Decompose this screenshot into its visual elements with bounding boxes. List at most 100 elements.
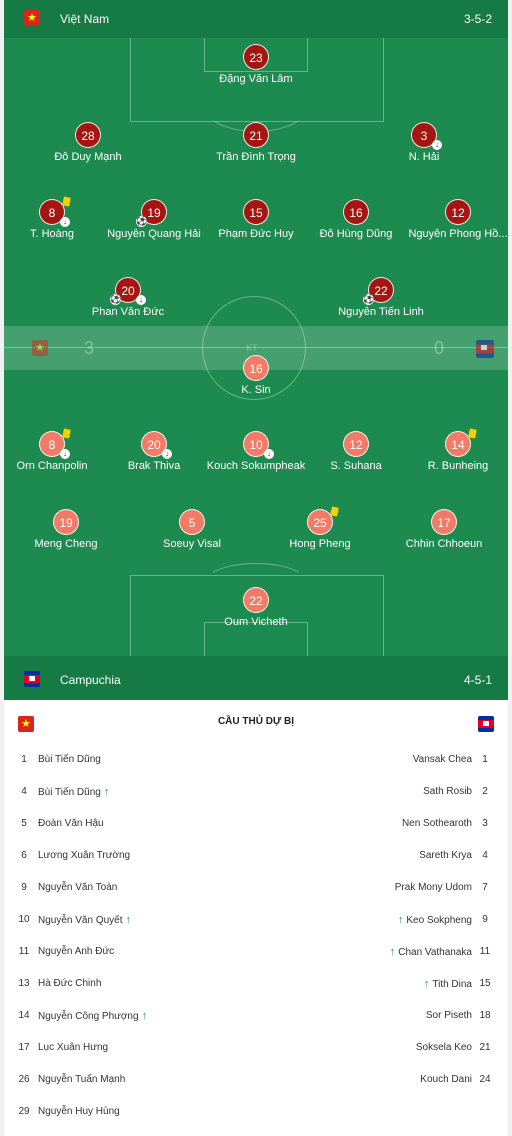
home-player[interactable]: 22⚽Nguyễn Tiến Linh bbox=[321, 277, 441, 318]
substituted-off-icon: ↓ bbox=[60, 449, 70, 459]
away-sub-name-text: Prak Mony Udom bbox=[394, 882, 472, 893]
substituted-off-icon: ↓ bbox=[432, 140, 442, 150]
player-number: 10↓ bbox=[243, 431, 274, 459]
home-sub-name-text: Nguyễn Anh Đức bbox=[38, 946, 115, 957]
away-sub-name[interactable]: Sath Rosib bbox=[423, 786, 472, 797]
away-sub-name[interactable]: ↑ Tith Dina bbox=[424, 978, 472, 990]
home-sub-name[interactable]: Bùi Tiến Dũng bbox=[38, 754, 101, 765]
player-number: 20⚽↓ bbox=[110, 277, 146, 305]
away-player[interactable]: 20↓Brak Thiva bbox=[94, 431, 214, 472]
player-name: Nguyễn Tiến Linh bbox=[338, 306, 424, 318]
away-player[interactable]: 12 S. Suhana bbox=[296, 431, 416, 472]
away-sub-name-text: Sareth Krya bbox=[419, 850, 472, 861]
home-sub-name-text: Nguyễn Văn Toàn bbox=[38, 882, 118, 893]
home-sub-name[interactable]: Lương Xuân Trường bbox=[38, 850, 130, 861]
home-sub-name[interactable]: Nguyễn Tuấn Mạnh bbox=[38, 1074, 125, 1085]
home-sub-name-text: Nguyễn Huy Hùng bbox=[38, 1106, 120, 1117]
away-header bbox=[4, 656, 508, 700]
away-player[interactable]: 10↓Kouch Sokumpheak bbox=[196, 431, 316, 472]
home-sub-name[interactable]: Nguyễn Công Phượng ↑ bbox=[38, 1010, 147, 1022]
player-number: 12 bbox=[343, 431, 369, 457]
player-name: Trần Đình Trọng bbox=[216, 151, 296, 163]
home-sub-number: 5 bbox=[21, 818, 27, 829]
player-name: Đặng Văn Lâm bbox=[219, 73, 293, 85]
substituted-off-icon: ↓ bbox=[264, 449, 274, 459]
home-player[interactable]: 8↓T. Hoàng bbox=[4, 196, 112, 240]
away-sub-name[interactable]: Nen Sothearoth bbox=[402, 818, 472, 829]
subbed-in-arrow-icon: ↑ bbox=[100, 786, 110, 798]
home-sub-name-text: Nguyễn Tuấn Mạnh bbox=[38, 1074, 126, 1085]
home-sub-name[interactable]: Bùi Tiến Dũng ↑ bbox=[38, 786, 109, 798]
away-sub-name[interactable]: Vansak Chea bbox=[413, 754, 472, 765]
player-number: 8↓ bbox=[39, 196, 71, 227]
player-number: 23 bbox=[243, 44, 269, 70]
home-sub-name[interactable]: Đoàn Văn Hậu bbox=[38, 818, 104, 829]
away-sub-name[interactable]: Prak Mony Udom bbox=[395, 882, 472, 893]
player-name: Chhin Chhoeun bbox=[405, 538, 483, 550]
away-sub-name[interactable]: ↑ Chan Vathanaka bbox=[390, 946, 472, 958]
away-sub-number: 4 bbox=[482, 850, 488, 861]
away-sub-name-text: Chan Vathanaka bbox=[398, 947, 472, 958]
player-name: T. Hoàng bbox=[29, 228, 75, 240]
home-sub-number: 17 bbox=[18, 1042, 30, 1053]
player-number: 22⚽ bbox=[363, 277, 394, 305]
away-sub-name-text: Keo Sokpheng bbox=[406, 915, 472, 926]
home-sub-name[interactable]: Nguyễn Anh Đức bbox=[38, 946, 114, 957]
subbed-in-arrow-icon: ↑ bbox=[138, 1010, 148, 1022]
player-number: 16 bbox=[243, 355, 269, 381]
away-sub-name[interactable]: Sor Piseth bbox=[426, 1010, 472, 1021]
home-sub-name[interactable]: Lục Xuân Hưng bbox=[38, 1042, 108, 1053]
away-player[interactable]: 8↓Orn Chanpolin bbox=[4, 428, 112, 472]
substituted-off-icon: ↓ bbox=[60, 217, 70, 227]
subs-cambodia-flag-icon bbox=[478, 716, 494, 732]
cambodia-flag-icon bbox=[24, 671, 40, 687]
away-sub-name[interactable]: ↑ Keo Sokpheng bbox=[398, 914, 472, 926]
goal-ball-icon: ⚽ bbox=[136, 216, 148, 227]
home-sub-name-text: Đoàn Văn Hậu bbox=[38, 818, 104, 829]
home-player[interactable]: 3↓N. Hải bbox=[364, 122, 484, 163]
player-name: Meng Cheng bbox=[34, 538, 98, 550]
away-sub-name-text: Vansak Chea bbox=[412, 754, 472, 765]
yellow-card-icon bbox=[330, 506, 339, 517]
player-name: Orn Chanpolin bbox=[16, 460, 88, 472]
home-sub-name[interactable]: Hà Đức Chinh bbox=[38, 978, 101, 989]
player-number: 14 bbox=[445, 428, 477, 457]
home-player[interactable]: 20⚽↓Phan Văn Đức bbox=[68, 277, 188, 318]
home-sub-name[interactable]: Nguyễn Văn Toàn bbox=[38, 882, 117, 893]
home-sub-number: 1 bbox=[21, 754, 27, 765]
away-penalty-arc bbox=[204, 563, 308, 603]
away-sub-name[interactable]: Sareth Krya bbox=[419, 850, 472, 861]
home-player[interactable]: 19⚽Nguyễn Quang Hải bbox=[94, 199, 214, 240]
away-sub-number: 3 bbox=[482, 818, 488, 829]
player-number: 3↓ bbox=[411, 122, 442, 150]
player-number: 12 bbox=[445, 199, 471, 225]
player-name: S. Suhana bbox=[330, 460, 382, 472]
player-name: Nguyễn Quang Hải bbox=[107, 228, 201, 240]
away-sub-number: 2 bbox=[482, 786, 488, 797]
vietnam-flag-icon bbox=[24, 10, 40, 26]
away-score: 0 bbox=[433, 338, 444, 358]
away-sub-name[interactable]: Kouch Dani bbox=[420, 1074, 472, 1085]
home-sub-name[interactable]: Nguyễn Huy Hùng bbox=[38, 1106, 120, 1117]
home-sub-name-text: Hà Đức Chinh bbox=[38, 978, 102, 989]
player-name: Nguyễn Phong Hồ... bbox=[408, 228, 508, 240]
away-goal-area bbox=[204, 622, 308, 656]
home-sub-name[interactable]: Nguyễn Văn Quyết ↑ bbox=[38, 914, 131, 926]
away-sub-name[interactable]: Soksela Keo bbox=[416, 1042, 472, 1053]
away-sub-name-text: Soksela Keo bbox=[415, 1042, 472, 1053]
player-number: 19 bbox=[53, 509, 79, 535]
